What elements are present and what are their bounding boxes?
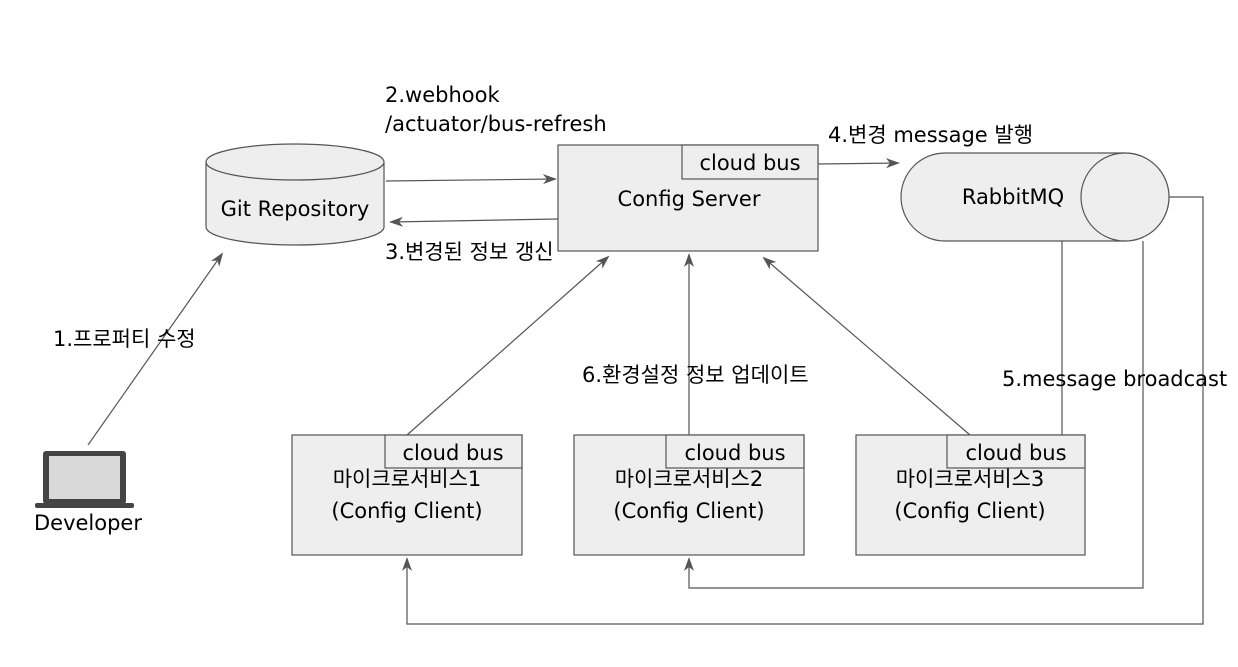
rabbitmq-node: RabbitMQ [900, 152, 1170, 242]
arrow-client3-to-config-server [762, 256, 971, 436]
client-name: 마이크로서비스3 [896, 467, 1045, 491]
step4-label: 4.변경 message 발행 [828, 123, 1033, 147]
config-server-label: Config Server [618, 187, 761, 211]
client-node-3: cloud bus 마이크로서비스3 (Config Client) [855, 434, 1086, 556]
step3-label: 3.변경된 정보 갱신 [385, 240, 554, 264]
arrow-client1-to-config-server [406, 255, 610, 436]
config-server-bus-badge: cloud bus [699, 151, 800, 175]
client-bus-badge: cloud bus [402, 441, 503, 465]
arrow-developer-to-git [87, 252, 224, 446]
arrow-config-server-to-rabbitmq [817, 158, 900, 169]
client-bus-badge: cloud bus [684, 441, 785, 465]
developer-label: Developer [34, 511, 142, 535]
config-server-node: cloud bus Config Server [557, 144, 819, 252]
arrow-rabbitmq-to-client2 [684, 241, 1144, 589]
step5-label: 5.message broadcast [1002, 367, 1227, 391]
arrow-config-server-to-git [389, 216, 559, 227]
git-repository-node: Git Repository [205, 143, 385, 246]
client-node-2: cloud bus 마이크로서비스2 (Config Client) [573, 434, 805, 556]
git-repository-label: Git Repository [221, 197, 370, 221]
step1-label: 1.프로퍼티 수정 [53, 327, 196, 351]
client-name: 마이크로서비스1 [333, 467, 482, 491]
step6-label: 6.환경설정 정보 업데이트 [582, 363, 809, 387]
step2-label-line2: /actuator/bus-refresh [385, 112, 607, 136]
client-subtitle: (Config Client) [894, 499, 1045, 523]
client-bus-badge: cloud bus [965, 441, 1066, 465]
step2-label-line1: 2.webhook [385, 83, 500, 107]
client-subtitle: (Config Client) [331, 499, 482, 523]
arrow-git-to-config-server [385, 174, 557, 185]
arrow-rabbitmq-to-client1 [402, 196, 1204, 625]
client-node-1: cloud bus 마이크로서비스1 (Config Client) [291, 434, 523, 556]
laptop-icon [35, 451, 134, 508]
client-name: 마이크로서비스2 [615, 467, 764, 491]
developer-node: Developer [34, 451, 142, 535]
client-subtitle: (Config Client) [613, 499, 764, 523]
rabbitmq-label: RabbitMQ [962, 185, 1064, 209]
